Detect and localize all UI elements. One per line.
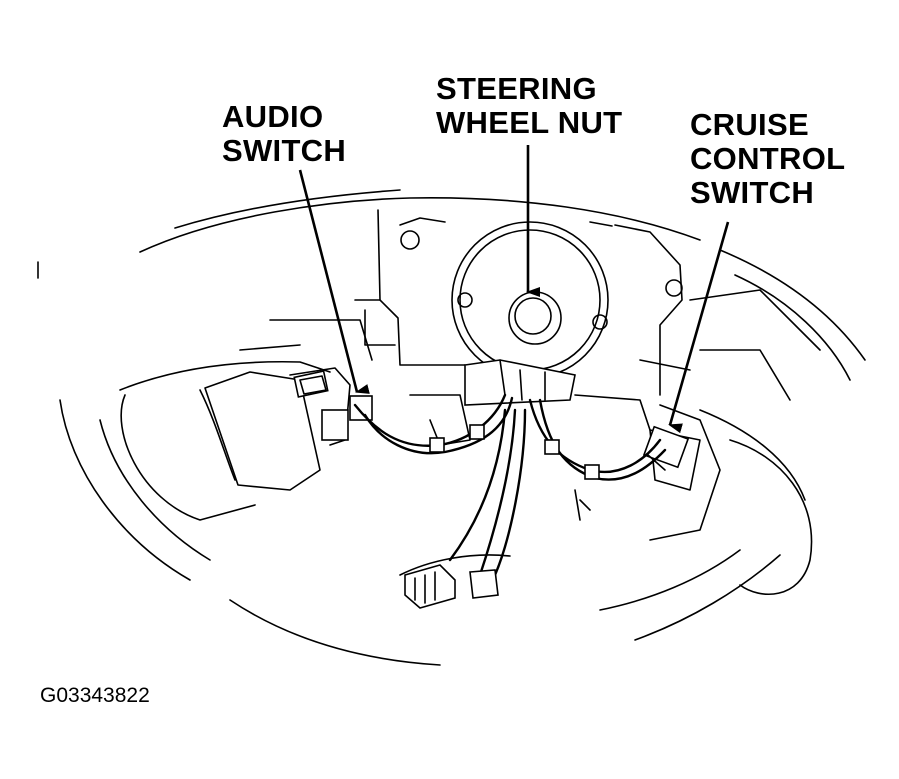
cruise-control-switch-assembly — [639, 289, 821, 596]
leader-arrows — [298, 145, 730, 434]
wiring-harness — [353, 359, 667, 609]
steering-wheel-nut-label-line-1: STEERING — [436, 71, 597, 106]
audio-switch-label-line-1: AUDIO — [222, 99, 324, 134]
cruise-control-switch-label-line-3: SWITCH — [690, 175, 815, 210]
cruise-control-switch-label-line-2: CONTROL — [690, 141, 846, 176]
steering-wheel-nut — [451, 221, 609, 379]
audio-switch-leader-arrow — [298, 169, 370, 394]
steering-wheel-rim — [37, 189, 866, 666]
audio-switch-label: AUDIO SWITCH — [222, 100, 346, 168]
cruise-control-switch-label: CRUISE CONTROL SWITCH — [690, 108, 845, 210]
cruise-control-switch-label-line-1: CRUISE — [690, 107, 809, 142]
figure-id: G03343822 — [40, 684, 150, 707]
steering-hub-plate — [354, 209, 683, 446]
audio-switch-assembly — [119, 319, 373, 521]
audio-switch-label-line-2: SWITCH — [222, 133, 347, 168]
steering-wheel-nut-label: STEERING WHEEL NUT — [436, 72, 622, 140]
cruise-control-switch-leader-arrow — [668, 221, 730, 434]
steering-wheel-nut-label-line-2: WHEEL NUT — [436, 105, 623, 140]
